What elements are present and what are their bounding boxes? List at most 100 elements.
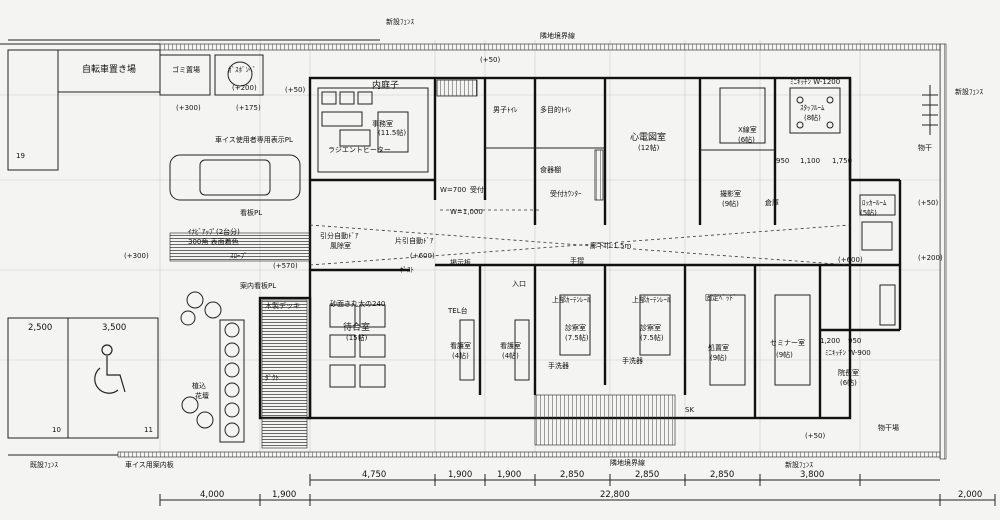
level-note-8: (+600) (410, 252, 435, 260)
treatment-room-2-label: 看護室 (500, 341, 521, 350)
parking-id-19: 19 (16, 152, 25, 160)
director-room-size: (6帖) (840, 378, 857, 387)
level-note-3: (+200) (232, 84, 257, 92)
level-note-12: (+50) (805, 432, 826, 440)
hand-wash-1-label: 手洗器 (548, 361, 569, 370)
furniture (317, 87, 896, 388)
level-note-9: (+600) (838, 256, 863, 264)
xray-room-size: (6帖) (738, 135, 755, 144)
w700-label: W=700 (440, 186, 466, 194)
parking-width-2: 3,500 (102, 323, 126, 333)
level-note-2: (+50) (285, 86, 306, 94)
site-boundary (0, 39, 947, 460)
entrance-label: 入口 (512, 280, 526, 288)
locker-room-label: ﾛｯｶｰﾙｰﾑ (862, 199, 887, 207)
xray-room-label: X線室 (738, 125, 757, 134)
one-side-door-label: 片引自動ﾄﾞｱ (395, 236, 434, 245)
inner-court-label: 内庭子 (372, 79, 399, 91)
ramp (169, 232, 311, 262)
level-note-6: (+300) (124, 252, 149, 260)
treatment-room-2-size: (4帖) (502, 351, 519, 360)
guide-pl-label: 案内看板PL (240, 281, 276, 290)
building-walls (258, 76, 902, 420)
planting-label: 植込 (192, 381, 206, 390)
bicycle-parking-label: 自転車置き場 (82, 63, 136, 75)
waiting-room-label: 待合室 (343, 321, 370, 333)
office-label: 事務室 (372, 119, 393, 128)
new-fence-bottom-label: 新設ﾌｪﾝｽ (785, 460, 813, 469)
dim-1: 4,750 (362, 470, 386, 480)
level-note-1: (+50) (480, 56, 501, 64)
north-arrow (922, 85, 938, 135)
dim-row2-1: 4,000 (200, 490, 224, 500)
handrail-label: 手摺 (570, 256, 584, 265)
parking-id-11: 11 (144, 426, 153, 434)
radiant-heater-label: ラジエントヒーター (328, 145, 391, 154)
parking-id-10: 10 (52, 426, 61, 434)
examination-room-label: 処置室 (708, 343, 729, 352)
dim-6: 2,850 (710, 470, 734, 480)
locker-area-note: (5帖) (860, 208, 877, 217)
planting (180, 291, 245, 443)
multi-toilet-label: 多目的ﾄｲﾚ (540, 105, 572, 114)
drying-label: 物干 (918, 143, 932, 152)
parking-width-1: 2,500 (28, 323, 52, 333)
office-area-note: (11.5帖) (378, 128, 406, 137)
ramp-label: ｽﾛｰﾌﾟ (230, 252, 248, 260)
parking-note-label: ｲﾅﾋﾞｱｯﾌﾟ(2台分) (188, 227, 240, 236)
consult-room-1-label: 診察室 (565, 323, 586, 332)
staff-room-size: (8帖) (804, 113, 821, 122)
consult-room-1-size: (7.5帖) (565, 333, 589, 342)
level-note-4: (+175) (236, 104, 261, 112)
kitchen-dim-1: 950 (776, 157, 789, 165)
existing-fence-label: 既設ﾌｪﾝｽ (30, 460, 58, 469)
storage-label: 倉庫 (765, 198, 779, 207)
kitchen2-dim-1: 1,200 (820, 337, 840, 345)
parking-note-2-label: 300角 表面着色 (188, 237, 239, 246)
male-toilet-label: 男子ﾄｲﾚ (493, 106, 518, 114)
hanger-label: 物干場 (878, 423, 899, 432)
director-room-label: 院長室 (838, 368, 859, 377)
level-note-5: (+300) (176, 104, 201, 112)
duct-label: ﾀﾞｸﾄ (265, 374, 279, 382)
reception-counter-label: 受付ｶｳﾝﾀｰ (550, 189, 582, 198)
level-note-7: (+570) (273, 262, 298, 270)
dim-row2-2: 1,900 (272, 490, 296, 500)
ecg-room-label: 心電図室 (630, 131, 666, 143)
car-sign-label: 車イス使用者専用表示PL (215, 135, 293, 144)
sofa-label: 砂面き丸太の240 (330, 299, 385, 308)
consult-room-2-size: (7.5帖) (640, 333, 664, 342)
tel-label: TEL台 (447, 306, 468, 315)
wood-deck (261, 299, 676, 449)
bed-rail-1-label: 上部ｶｰﾃﾝﾚｰﾙ (552, 295, 591, 304)
consult-room-2-label: 診察室 (640, 323, 661, 332)
dim-4: 2,850 (560, 470, 584, 480)
bulletin-label: 掲示板 (450, 258, 471, 267)
boundary-bottom-label: 隣地境界線 (610, 458, 645, 467)
mailbox-label: ﾎﾟｽﾄ (400, 266, 414, 274)
wood-deck-label: 木製デッキ (265, 301, 300, 310)
bed-rail-2-label: 上部ｶｰﾃﾝﾚｰﾙ (632, 295, 671, 304)
w1000-label: W=1,000 (450, 208, 483, 216)
boiler-label: ｶﾞｽﾎﾞﾝﾍﾞ (228, 66, 256, 74)
boundary-top-label: 隣地境界線 (540, 31, 575, 40)
corridor-note-label: 廊下巾:1.5m (590, 241, 631, 250)
wheelchair-icon (101, 344, 113, 356)
staff-room-label: ｽﾀｯﾌﾙｰﾑ (800, 104, 825, 112)
auto-door-label: 引分自動ﾄﾞｱ (320, 231, 359, 240)
sign-pl-label: 看板PL (240, 208, 262, 217)
level-note-11: (+200) (918, 254, 943, 262)
waiting-room-size: (15帖) (346, 333, 368, 342)
kitchen-dim-3: 1,750 (832, 157, 852, 165)
hand-wash-2-label: 手洗器 (622, 356, 643, 365)
new-fence-right-label: 新設ﾌｪﾝｽ (955, 87, 983, 96)
garbage-label: ゴミ置場 (172, 65, 200, 74)
treatment-room-1-size: (4帖) (452, 351, 469, 360)
dimension-row-1: 4,750 1,900 1,900 2,850 2,850 2,850 3,80… (309, 470, 940, 486)
dim-row2-3: 22,800 (600, 490, 630, 500)
examination-room-size: (9帖) (710, 353, 727, 362)
kitchen-2-label: ﾐﾆｷｯﾁﾝ W-900 (825, 349, 871, 357)
bicycle-parking-area (7, 49, 264, 171)
parking-stalls (7, 317, 159, 439)
fixed-bed-label: 固定ﾍﾞｯﾄﾞ (705, 293, 737, 302)
